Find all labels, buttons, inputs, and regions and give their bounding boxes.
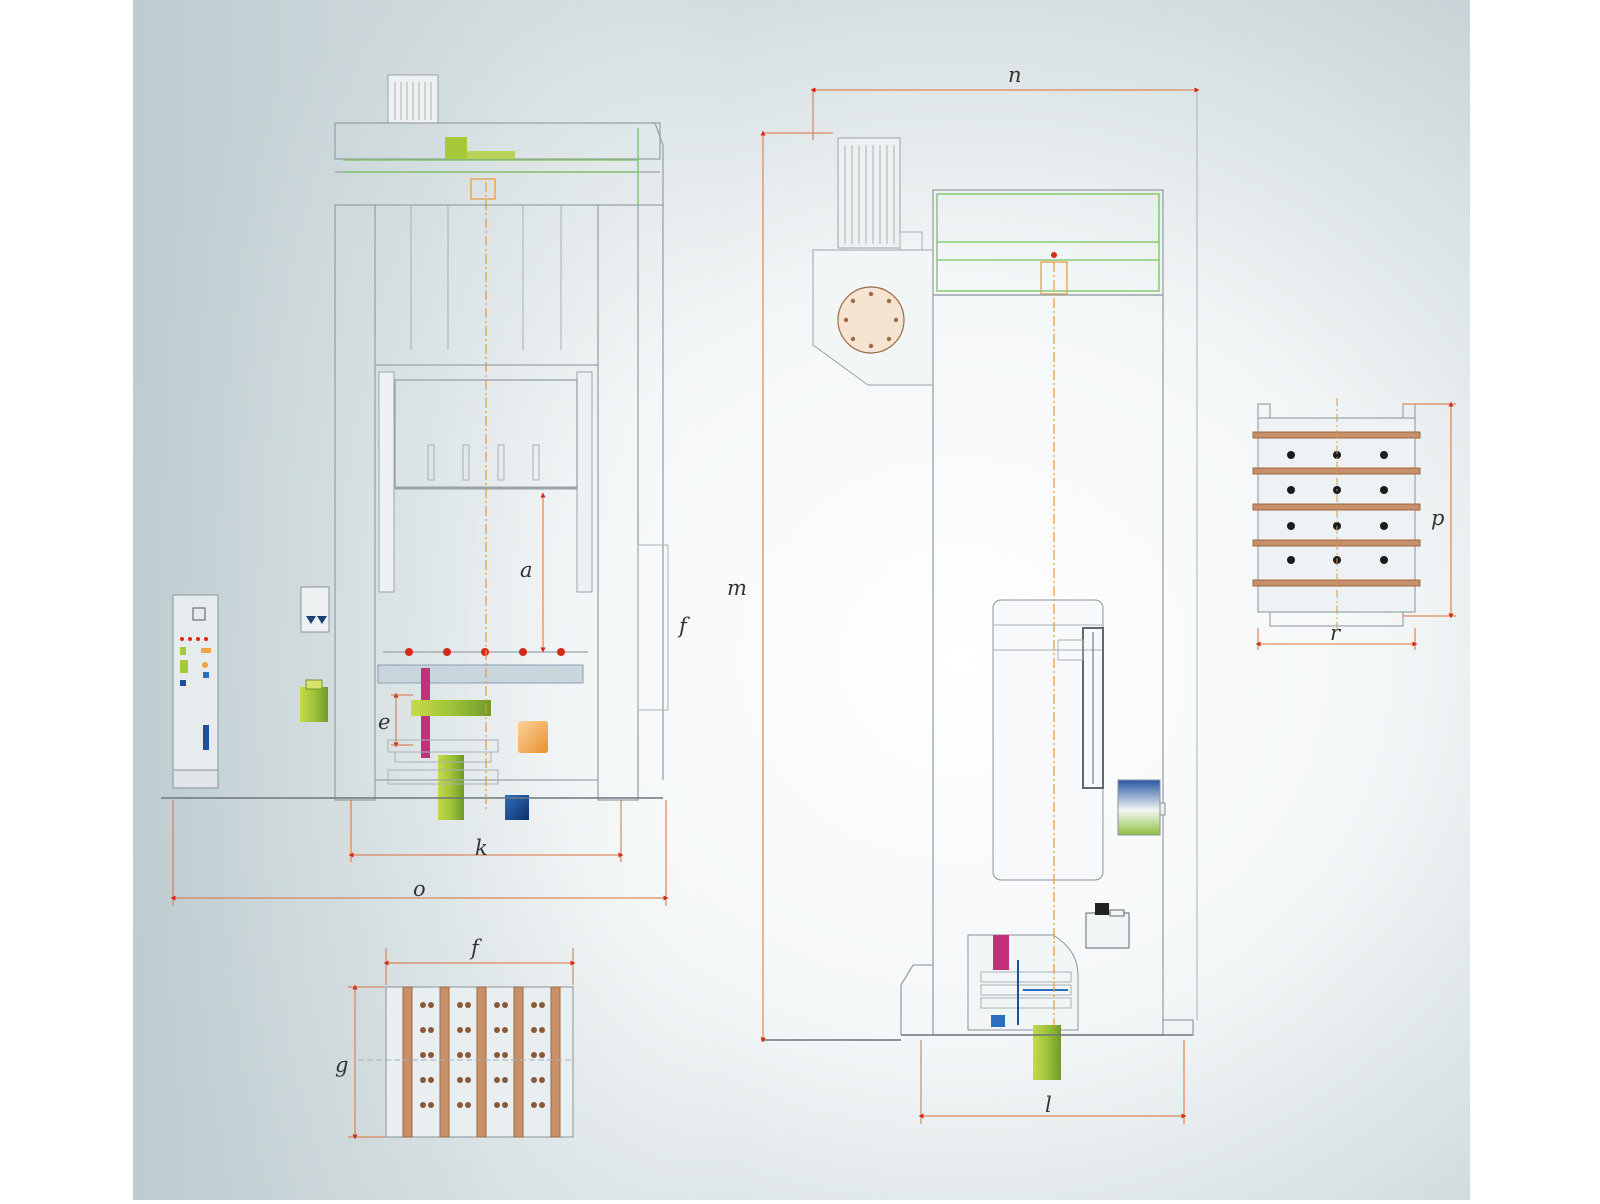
label-f-table: f <box>469 936 482 960</box>
technical-drawing: a e f k o f g <box>133 0 1470 1200</box>
control-cabinet <box>172 594 219 789</box>
label-g: g <box>335 1053 348 1077</box>
label-f-side: f <box>677 614 690 638</box>
label-p: p <box>1431 506 1444 530</box>
front-view <box>161 74 669 906</box>
label-n: n <box>1008 63 1022 87</box>
label-l: l <box>1045 1093 1052 1117</box>
side-view <box>760 87 1200 1124</box>
label-o: o <box>413 877 426 901</box>
slide-plan <box>1252 398 1456 650</box>
motor <box>387 74 439 124</box>
label-e: e <box>378 710 390 734</box>
bolster-table-plan <box>348 948 576 1140</box>
label-r: r <box>1330 621 1342 645</box>
label-k: k <box>475 836 488 860</box>
label-m: m <box>727 576 747 600</box>
label-a: a <box>520 558 533 582</box>
